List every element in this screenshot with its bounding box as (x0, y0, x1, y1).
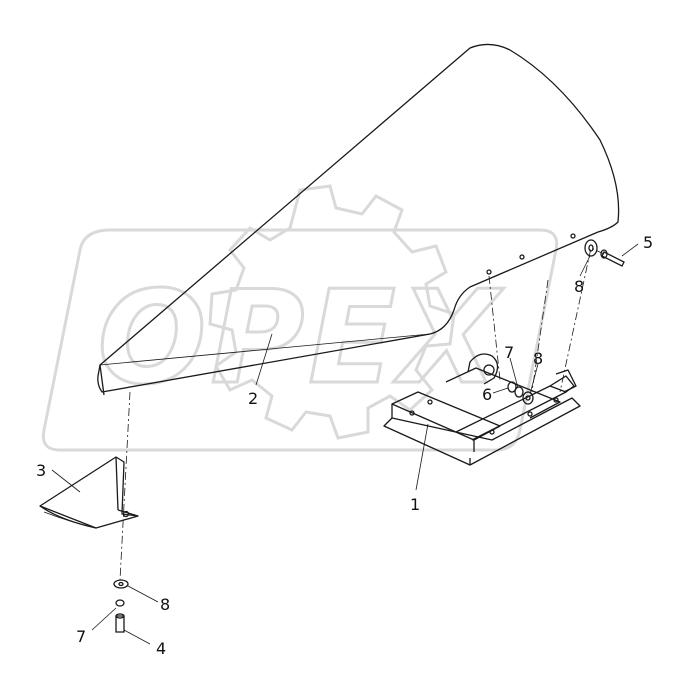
part-1-mounting-bracket (383, 353, 581, 466)
part-7-nut-middle (514, 386, 524, 398)
callout-8-middle: 8 (533, 349, 543, 368)
leader-lines (51, 243, 639, 645)
callout-1: 1 (410, 495, 420, 514)
callout-labels: 1 2 3 4 5 6 7 7 8 8 8 (36, 233, 653, 658)
callout-5: 5 (643, 233, 653, 252)
watermark-logo-frame (41, 228, 559, 452)
part-5-bolt (600, 249, 625, 267)
part-2-deflector-shield (97, 43, 620, 396)
watermark-gear (208, 184, 456, 440)
callout-8-right: 8 (574, 277, 584, 296)
assembly-axis-lines (119, 247, 605, 581)
part-8-washer-right (584, 239, 598, 257)
watermark-logo: OPEX (41, 184, 559, 452)
callout-6: 6 (482, 385, 492, 404)
part-6-bolt (507, 381, 517, 393)
callout-4: 4 (156, 639, 166, 658)
part-4-bolt (115, 613, 125, 633)
part-3-small-bracket (39, 456, 139, 529)
watermark-logo-text: OPEX (98, 264, 504, 413)
callout-2: 2 (248, 389, 258, 408)
callout-3: 3 (36, 461, 46, 480)
callout-7-lower: 7 (76, 627, 86, 646)
callout-7-middle: 7 (504, 343, 514, 362)
part-7-nut-lower (115, 599, 125, 607)
part-8-washer-middle (522, 391, 534, 405)
part-8-washer-lower (113, 579, 129, 589)
callout-8-lower: 8 (160, 595, 170, 614)
